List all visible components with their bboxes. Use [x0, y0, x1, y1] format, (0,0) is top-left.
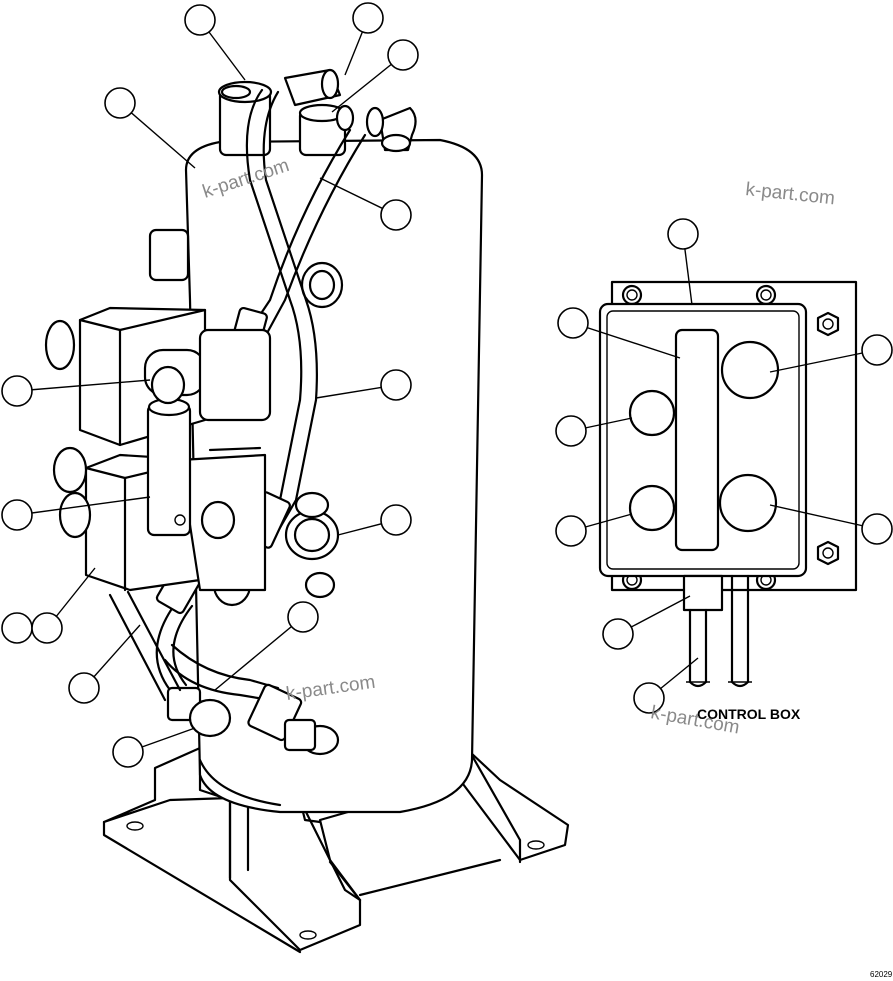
callout-bubble: [31, 612, 63, 644]
callout-bubble: [104, 87, 136, 119]
callout-bubble: [861, 513, 893, 545]
callout-bubble: [68, 672, 100, 704]
control-button: [718, 473, 778, 533]
drawing-number: 62029: [870, 970, 893, 979]
tank-ports: [148, 228, 344, 756]
callout-bubbles: [1, 2, 893, 768]
callout-bubble: [1, 499, 33, 531]
callout-bubble: [1, 612, 33, 644]
callout-bubble: [1, 375, 33, 407]
watermark: k-part.com: [744, 179, 835, 209]
callout-bubble: [861, 334, 893, 366]
cable: [730, 574, 750, 688]
callout-bubble: [557, 307, 589, 339]
callout-bubble: [112, 736, 144, 768]
control-button: [628, 484, 676, 532]
callout-bubble: [555, 415, 587, 447]
control-box-label: CONTROL BOX: [697, 706, 801, 722]
control-box-display: [674, 328, 720, 552]
callout-bubble: [555, 515, 587, 547]
callout-bubble: [602, 618, 634, 650]
cable: [688, 608, 708, 688]
callout-bubble: [287, 601, 319, 633]
control-button: [720, 340, 780, 400]
callout-bubble: [633, 682, 665, 714]
mounting-bolts: [621, 284, 840, 591]
callout-bubble: [667, 218, 699, 250]
callout-bubble: [352, 2, 384, 34]
callout-bubble: [380, 504, 412, 536]
valve-blocks: [44, 306, 272, 702]
callout-bubble: [387, 39, 419, 71]
callout-bubble: [380, 199, 412, 231]
top-fittings: [217, 68, 417, 157]
callout-bubble: [184, 4, 216, 36]
control-button: [628, 389, 676, 437]
cable-gland: [682, 574, 724, 612]
callout-bubble: [380, 369, 412, 401]
control-box: [598, 280, 858, 688]
accumulator-tank: [184, 138, 484, 814]
accumulator-assembly: [44, 68, 570, 954]
hoses: [155, 88, 367, 702]
